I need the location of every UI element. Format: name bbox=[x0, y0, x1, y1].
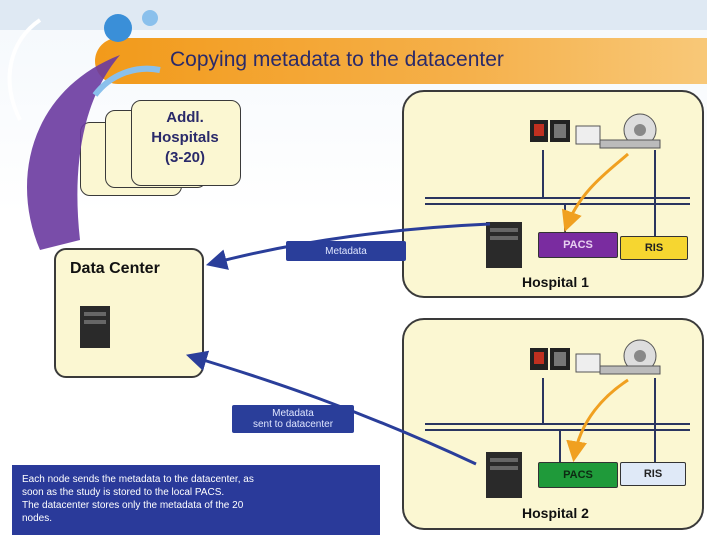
metadata-tag-1: Metadata bbox=[286, 241, 406, 261]
server-icon bbox=[80, 306, 110, 348]
monitor-icon bbox=[530, 348, 570, 370]
printer-icon bbox=[575, 125, 601, 145]
ct-scanner-icon bbox=[599, 113, 661, 149]
hospital-1-network bbox=[425, 150, 690, 236]
additional-hospitals-line-3: (3-20) bbox=[164, 149, 205, 166]
pacs-box-hospital-1: PACS bbox=[538, 232, 618, 258]
printer-icon bbox=[575, 353, 601, 373]
explanation-note: Each node sends the metadata to the data… bbox=[12, 465, 380, 535]
ct-scanner-icon bbox=[599, 339, 661, 375]
decorative-swoosh bbox=[7, 10, 161, 250]
data-center-label: Data Center bbox=[70, 260, 160, 277]
additional-hospitals-line-2: Hospitals bbox=[151, 129, 219, 146]
slide-title: Copying metadata to the datacenter bbox=[170, 48, 504, 71]
note-line-4: nodes. bbox=[22, 513, 53, 524]
hospital-2-label: Hospital 2 bbox=[522, 505, 589, 521]
data-center-box bbox=[54, 248, 204, 378]
ris-box-hospital-1: RIS bbox=[620, 236, 688, 260]
metadata-tag-2-line-2: sent to datacenter bbox=[252, 419, 334, 430]
title-bar bbox=[95, 38, 707, 84]
additional-hospitals-label: Addl. Hospitals (3-20) bbox=[131, 108, 239, 168]
local-transfer-arrow-1 bbox=[561, 152, 629, 232]
note-line-2: soon as the study is stored to the local… bbox=[22, 487, 225, 498]
local-transfer-arrow-2 bbox=[566, 378, 629, 463]
additional-hospital-card-front bbox=[131, 100, 241, 186]
note-line-3: The datacenter stores only the metadata … bbox=[22, 500, 244, 511]
pacs-box-hospital-2: PACS bbox=[538, 462, 618, 488]
metadata-tag-2-line-1: Metadata bbox=[272, 408, 314, 419]
metadata-arrow-hospital-2 bbox=[185, 350, 477, 466]
hospital-2-network bbox=[425, 378, 690, 462]
additional-hospitals-line-1: Addl. bbox=[166, 109, 204, 126]
server-icon bbox=[486, 452, 522, 498]
monitor-icon bbox=[530, 120, 570, 142]
metadata-tag-2: Metadata sent to datacenter bbox=[232, 405, 354, 433]
note-line-1: Each node sends the metadata to the data… bbox=[22, 474, 254, 485]
metadata-arrow-hospital-1 bbox=[205, 222, 491, 270]
server-icon bbox=[486, 222, 522, 268]
hospital-1-label: Hospital 1 bbox=[522, 274, 589, 290]
ris-box-hospital-2: RIS bbox=[620, 462, 686, 486]
